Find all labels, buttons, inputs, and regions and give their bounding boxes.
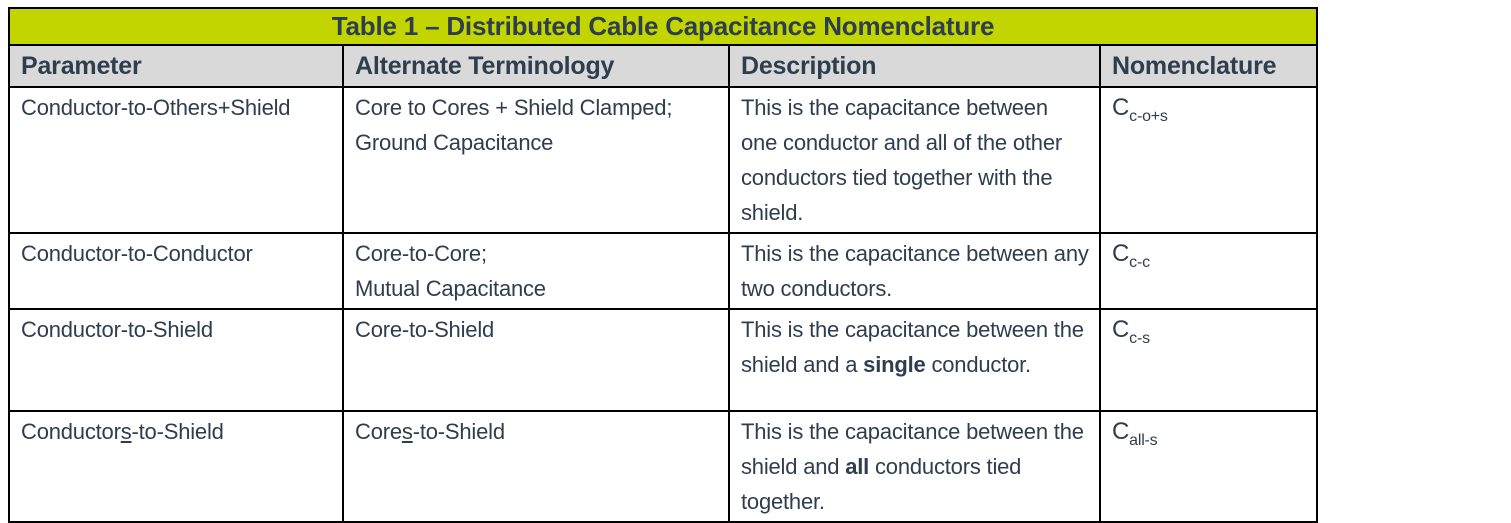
nomenclature-cell: Cc-c	[1099, 232, 1318, 310]
description-cell: This is the capacitance between the shie…	[728, 410, 1101, 523]
text-segment: s	[401, 419, 413, 444]
text-segment: Core to Cores + Shield Clamped; Ground C…	[355, 95, 673, 155]
text-segment: Conductor-to-Shield	[21, 317, 213, 342]
nomenclature-subscript: c-c	[1129, 253, 1150, 271]
alternate-terminology-cell: Core-to-Core; Mutual Capacitance	[342, 232, 730, 310]
nomenclature-symbol: C	[1112, 316, 1130, 343]
nomenclature-subscript: all-s	[1129, 431, 1158, 449]
text-segment: -to-Shield	[412, 419, 505, 444]
column-header-nomenclature: Nomenclature	[1099, 44, 1318, 88]
text-segment: Core	[355, 419, 402, 444]
parameter-cell: Conductor-to-Others+Shield	[8, 86, 344, 234]
text-segment: conductors tied together.	[741, 454, 1022, 514]
text-segment: all	[845, 454, 870, 479]
description-cell: This is the capacitance between the shie…	[728, 308, 1101, 412]
text-segment: -to-Shield	[131, 419, 224, 444]
nomenclature-symbol: C	[1112, 418, 1130, 445]
description-cell: This is the capacitance between any two …	[728, 232, 1101, 310]
text-segment: s	[120, 419, 132, 444]
column-header-parameter: Parameter	[8, 44, 344, 88]
parameter-cell: Conductor-to-Conductor	[8, 232, 344, 310]
table-title: Table 1 – Distributed Cable Capacitance …	[8, 7, 1318, 46]
table-title-row: Table 1 – Distributed Cable Capacitance …	[8, 7, 1318, 46]
nomenclature-subscript: c-o+s	[1129, 107, 1168, 125]
table-header-row: Parameter Alternate Terminology Descript…	[8, 44, 1318, 88]
text-segment: This is the capacitance between one cond…	[741, 95, 1062, 225]
text-segment: Conductor-to-Conductor	[21, 241, 253, 266]
column-header-description: Description	[728, 44, 1101, 88]
parameter-cell: Conductor-to-Shield	[8, 308, 344, 412]
nomenclature-symbol: C	[1112, 94, 1130, 121]
nomenclature-cell: Call-s	[1099, 410, 1318, 523]
alternate-terminology-cell: Core to Cores + Shield Clamped; Ground C…	[342, 86, 730, 234]
nomenclature-subscript: c-s	[1129, 329, 1150, 347]
text-segment: This is the capacitance between the shie…	[741, 419, 1084, 479]
nomenclature-cell: Cc-o+s	[1099, 86, 1318, 234]
text-segment: This is the capacitance between the shie…	[741, 317, 1084, 377]
text-segment: This is the capacitance between any two …	[741, 241, 1089, 301]
text-segment: single	[863, 352, 926, 377]
column-header-alternate-terminology: Alternate Terminology	[342, 44, 730, 88]
table-row: Conductors-to-Shield Cores-to-Shield Thi…	[8, 410, 1318, 523]
text-segment: conductor.	[925, 352, 1031, 377]
description-cell: This is the capacitance between one cond…	[728, 86, 1101, 234]
table-row: Conductor-to-Conductor Core-to-Core; Mut…	[8, 232, 1318, 310]
table-row: Conductor-to-Others+Shield Core to Cores…	[8, 86, 1318, 234]
text-segment: Conductor-to-Others+Shield	[21, 95, 291, 120]
alternate-terminology-cell: Core-to-Shield	[342, 308, 730, 412]
capacitance-nomenclature-table: Table 1 – Distributed Cable Capacitance …	[8, 7, 1318, 523]
alternate-terminology-cell: Cores-to-Shield	[342, 410, 730, 523]
text-segment: Core-to-Shield	[355, 317, 495, 342]
text-segment: Core-to-Core; Mutual Capacitance	[355, 241, 546, 301]
nomenclature-symbol: C	[1112, 240, 1130, 267]
table-row: Conductor-to-Shield Core-to-Shield This …	[8, 308, 1318, 412]
nomenclature-cell: Cc-s	[1099, 308, 1318, 412]
text-segment: Conductor	[21, 419, 121, 444]
parameter-cell: Conductors-to-Shield	[8, 410, 344, 523]
